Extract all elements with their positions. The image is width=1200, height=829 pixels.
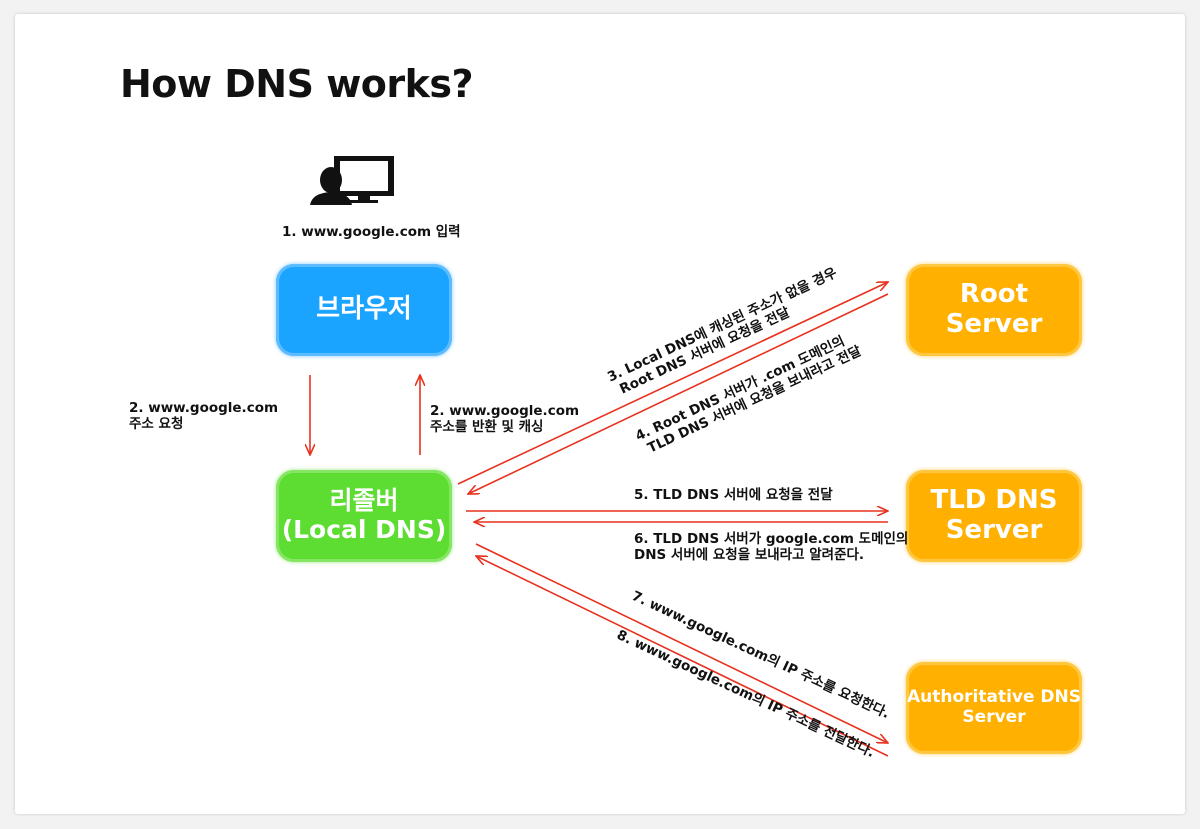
arrow-step4 — [468, 293, 889, 494]
step2-response-line2: 주소를 반환 및 캐싱 — [430, 419, 544, 435]
step2-response-line1: 2. www.google.com — [430, 403, 580, 419]
step2-response-label: 2. www.google.com 주소를 반환 및 캐싱 — [430, 403, 579, 435]
authoritative-server-sublabel: Server — [962, 707, 1026, 727]
step2-request-line2: 주소 요청 — [129, 416, 184, 432]
page-title: How DNS works? — [120, 62, 474, 106]
browser-node: 브라우저 — [276, 264, 452, 356]
step6-label: 6. TLD DNS 서버가 google.com 도메인의 DNS 서버에 요… — [634, 531, 908, 563]
authoritative-server-label: Authoritative DNS — [906, 687, 1082, 708]
resolver-node: 리졸버 (Local DNS) — [276, 470, 452, 562]
authoritative-server-node: Authoritative DNS Server — [906, 662, 1082, 754]
root-server-label: Root — [959, 279, 1029, 310]
step5-label: 5. TLD DNS 서버에 요청을 전달 — [634, 487, 833, 503]
arrow-step8 — [476, 556, 889, 757]
arrow-step3 — [457, 282, 888, 485]
resolver-sublabel: (Local DNS) — [281, 515, 447, 544]
arrow-step7 — [475, 543, 888, 743]
resolver-label: 리졸버 — [329, 486, 399, 516]
tld-server-sublabel: Server — [945, 515, 1043, 545]
step6-line1: 6. TLD DNS 서버가 google.com 도메인의 — [634, 531, 909, 547]
tld-server-node: TLD DNS Server — [906, 470, 1082, 562]
step1-label: 1. www.google.com 입력 — [282, 224, 461, 240]
step2-request-label: 2. www.google.com 주소 요청 — [129, 400, 278, 432]
step6-line2: DNS 서버에 요청을 보내라고 알려준다. — [634, 547, 865, 563]
root-server-node: Root Server — [906, 264, 1082, 356]
tld-server-label: TLD DNS — [930, 485, 1058, 516]
browser-label: 브라우저 — [316, 294, 412, 325]
root-server-sublabel: Server — [945, 309, 1043, 339]
step2-request-line1: 2. www.google.com — [129, 400, 279, 416]
